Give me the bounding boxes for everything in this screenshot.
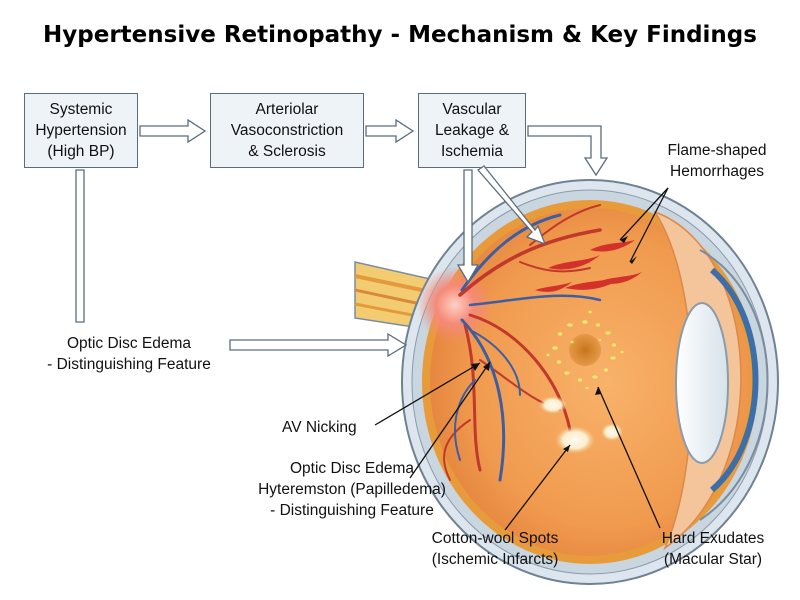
flow-box-vascular-leakage: Vascular Leakage & Ischemia — [418, 93, 526, 168]
flow-box-systemic-hypertension: Systemic Hypertension (High BP) — [24, 93, 138, 168]
flow-box-label: Arteriolar Vasoconstriction & Sclerosis — [230, 101, 344, 160]
cotton-wool-spots — [539, 396, 623, 454]
anterior-segment — [653, 210, 769, 551]
eyeball — [401, 179, 779, 585]
pointer-lines — [374, 187, 669, 531]
flow-box-label: Systemic Hypertension (High BP) — [35, 101, 127, 160]
label-optic-disc-edema-bottom: Optic Disc Edema Hyteremston (Papilledem… — [258, 460, 446, 519]
label-cotton-wool-spots: Cotton-wool Spots (Ischemic Infarcts) — [431, 530, 559, 568]
arrow-to-optic-disc — [229, 332, 408, 358]
label-av-nicking: AV Nicking — [282, 419, 357, 436]
flow-box-arteriolar-vasoconstriction: Arteriolar Vasoconstriction & Sclerosis — [210, 93, 364, 168]
macula — [569, 334, 601, 366]
label-hard-exudates: Hard Exudates (Macular Star) — [661, 530, 765, 568]
flow-box-label: Vascular Leakage & Ischemia — [434, 101, 510, 160]
optic-disc — [417, 267, 493, 343]
label-optic-disc-edema-left: Optic Disc Edema - Distinguishing Featur… — [47, 335, 211, 373]
flame-hemorrhages — [535, 240, 642, 292]
label-flame-hemorrhages: Flame-shaped Hemorrhages — [667, 142, 767, 180]
page-title: Hypertensive Retinopathy - Mechanism & K… — [43, 22, 757, 48]
leakage-arrows — [456, 165, 547, 284]
hard-exudates — [545, 310, 625, 390]
connector-hypertension-down — [75, 169, 85, 323]
pointer-arrowheads — [471, 236, 637, 452]
flow-arrows — [139, 118, 609, 177]
